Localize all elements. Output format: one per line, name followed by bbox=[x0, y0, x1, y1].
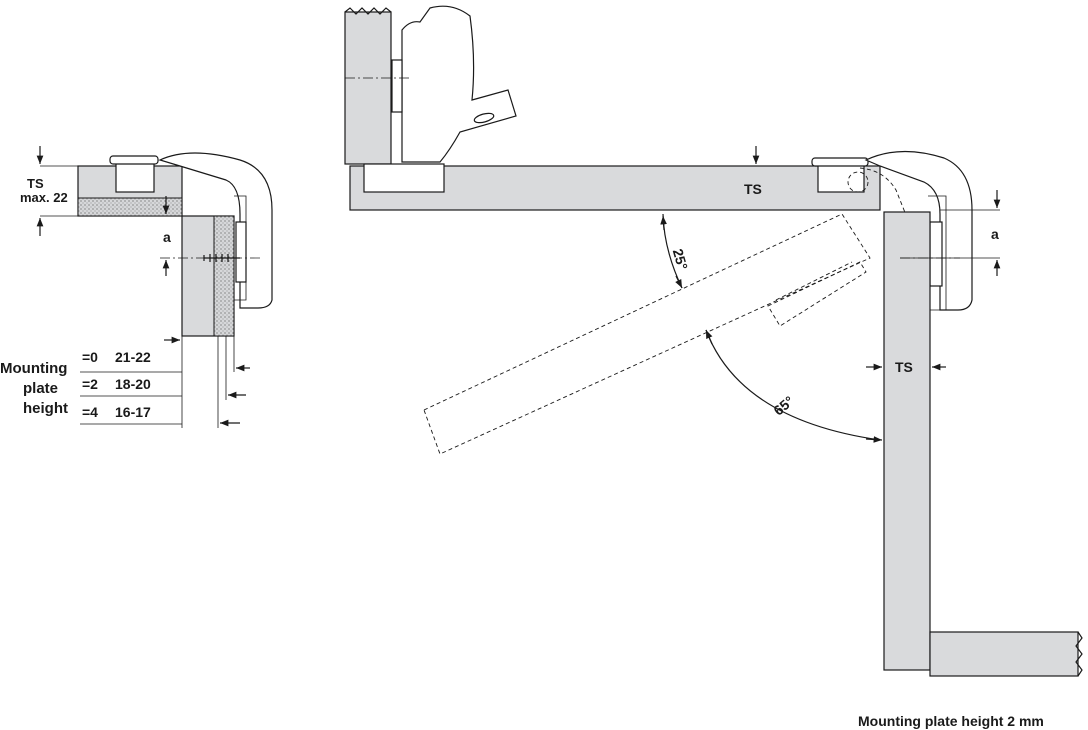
angle-arc-65 bbox=[705, 329, 881, 441]
hinge-plate-top bbox=[391, 59, 403, 113]
ts-max-label: max. 22 bbox=[20, 190, 68, 205]
hinge-plate-main bbox=[929, 221, 943, 287]
a-label-left: a bbox=[163, 229, 171, 245]
hinge-arm-main bbox=[864, 150, 973, 311]
left-detail-view bbox=[36, 146, 273, 428]
wall-panel-top bbox=[344, 11, 392, 165]
main-view bbox=[344, 5, 1083, 677]
side-panel-main bbox=[883, 211, 931, 671]
hinge-plate-left bbox=[235, 221, 247, 283]
break-line-top bbox=[344, 7, 392, 15]
mounting-label-line2: plate bbox=[23, 380, 58, 397]
row-value: 21-22 bbox=[115, 349, 151, 365]
bottom-shelf bbox=[929, 631, 1079, 677]
a-label-main: a bbox=[991, 226, 999, 242]
mounting-label-line1: Mounting bbox=[0, 360, 67, 377]
ts-label-side: TS bbox=[895, 359, 913, 375]
row-value: 16-17 bbox=[115, 404, 151, 420]
door-edge-hatch bbox=[77, 197, 183, 217]
ts-label-left: TS bbox=[27, 176, 44, 191]
side-panel-hatch bbox=[213, 215, 235, 337]
hinge-open-top bbox=[401, 5, 517, 163]
mounting-label-line3: height bbox=[23, 400, 68, 417]
hinge-cup-main-left bbox=[363, 163, 445, 193]
row-height: =4 bbox=[82, 404, 98, 420]
hinge-cup-main-right bbox=[817, 163, 865, 193]
angle-label-25: 25° bbox=[670, 247, 691, 272]
row-height: =2 bbox=[82, 376, 98, 392]
caption: Mounting plate height 2 mm bbox=[858, 713, 1044, 729]
row-value: 18-20 bbox=[115, 376, 151, 392]
row-height: =0 bbox=[82, 349, 98, 365]
ts-label-top: TS bbox=[744, 181, 762, 197]
door-open-dashed bbox=[423, 213, 871, 455]
mounting-table: =0 21-22 =2 18-20 =4 16-17 bbox=[82, 349, 151, 420]
hinge-cup-rim-left bbox=[109, 155, 159, 165]
hinge-cup-left bbox=[115, 159, 155, 193]
break-line-bottom bbox=[1075, 631, 1083, 677]
angle-label-65: 65° bbox=[770, 393, 797, 419]
